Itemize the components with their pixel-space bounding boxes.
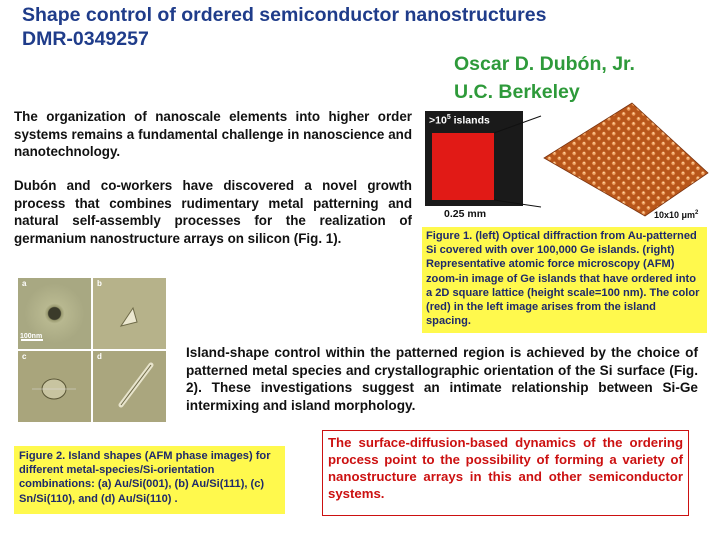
author-name: Oscar D. Dubón, Jr. xyxy=(454,53,635,75)
optical-scale-label: 0.25 mm xyxy=(444,208,487,220)
panel-d: d xyxy=(93,351,166,422)
page-title: Shape control of ordered semiconductor n… xyxy=(22,4,547,26)
intro-paragraph: The organization of nanoscale elements i… xyxy=(14,109,412,159)
panel-c-label: c xyxy=(22,352,27,361)
panel-b: b xyxy=(93,278,166,349)
panel-a: a 100nm xyxy=(18,278,91,349)
conclusion-box: The surface-diffusion-based dynamics of … xyxy=(322,430,689,516)
round-island xyxy=(32,378,76,400)
panel-a-label: a xyxy=(22,279,27,288)
author-affiliation: U.C. Berkeley xyxy=(454,81,580,103)
panel-b-label: b xyxy=(97,279,102,288)
afm-surface xyxy=(543,102,709,217)
triangle-island xyxy=(119,306,138,327)
panel-d-label: d xyxy=(97,352,102,361)
grant-number: DMR-0349257 xyxy=(22,28,149,50)
patterned-region xyxy=(432,133,494,200)
scale-bar-label: 100nm xyxy=(20,333,43,340)
scale-bar xyxy=(21,339,43,341)
author-block: Oscar D. Dubón, Jr. U.C. Berkeley xyxy=(454,50,635,106)
wire-island xyxy=(118,362,154,408)
zoom-line-top xyxy=(493,115,542,134)
zoom-line-bottom xyxy=(493,199,542,208)
figure2-caption: Figure 2. Island shapes (AFM phase image… xyxy=(14,446,285,514)
figure2-grid: a 100nm b c d xyxy=(18,278,166,424)
figure1-caption: Figure 1. (left) Optical diffraction fro… xyxy=(422,227,707,333)
discovery-paragraph: Dubón and co-workers have discovered a n… xyxy=(14,178,412,246)
optical-islands-label: >105 islands xyxy=(429,114,490,127)
panel-c: c xyxy=(18,351,91,422)
shape-control-paragraph: Island-shape control within the patterne… xyxy=(186,345,698,413)
afm-scale-label: 10x10 μm2 xyxy=(654,210,699,220)
